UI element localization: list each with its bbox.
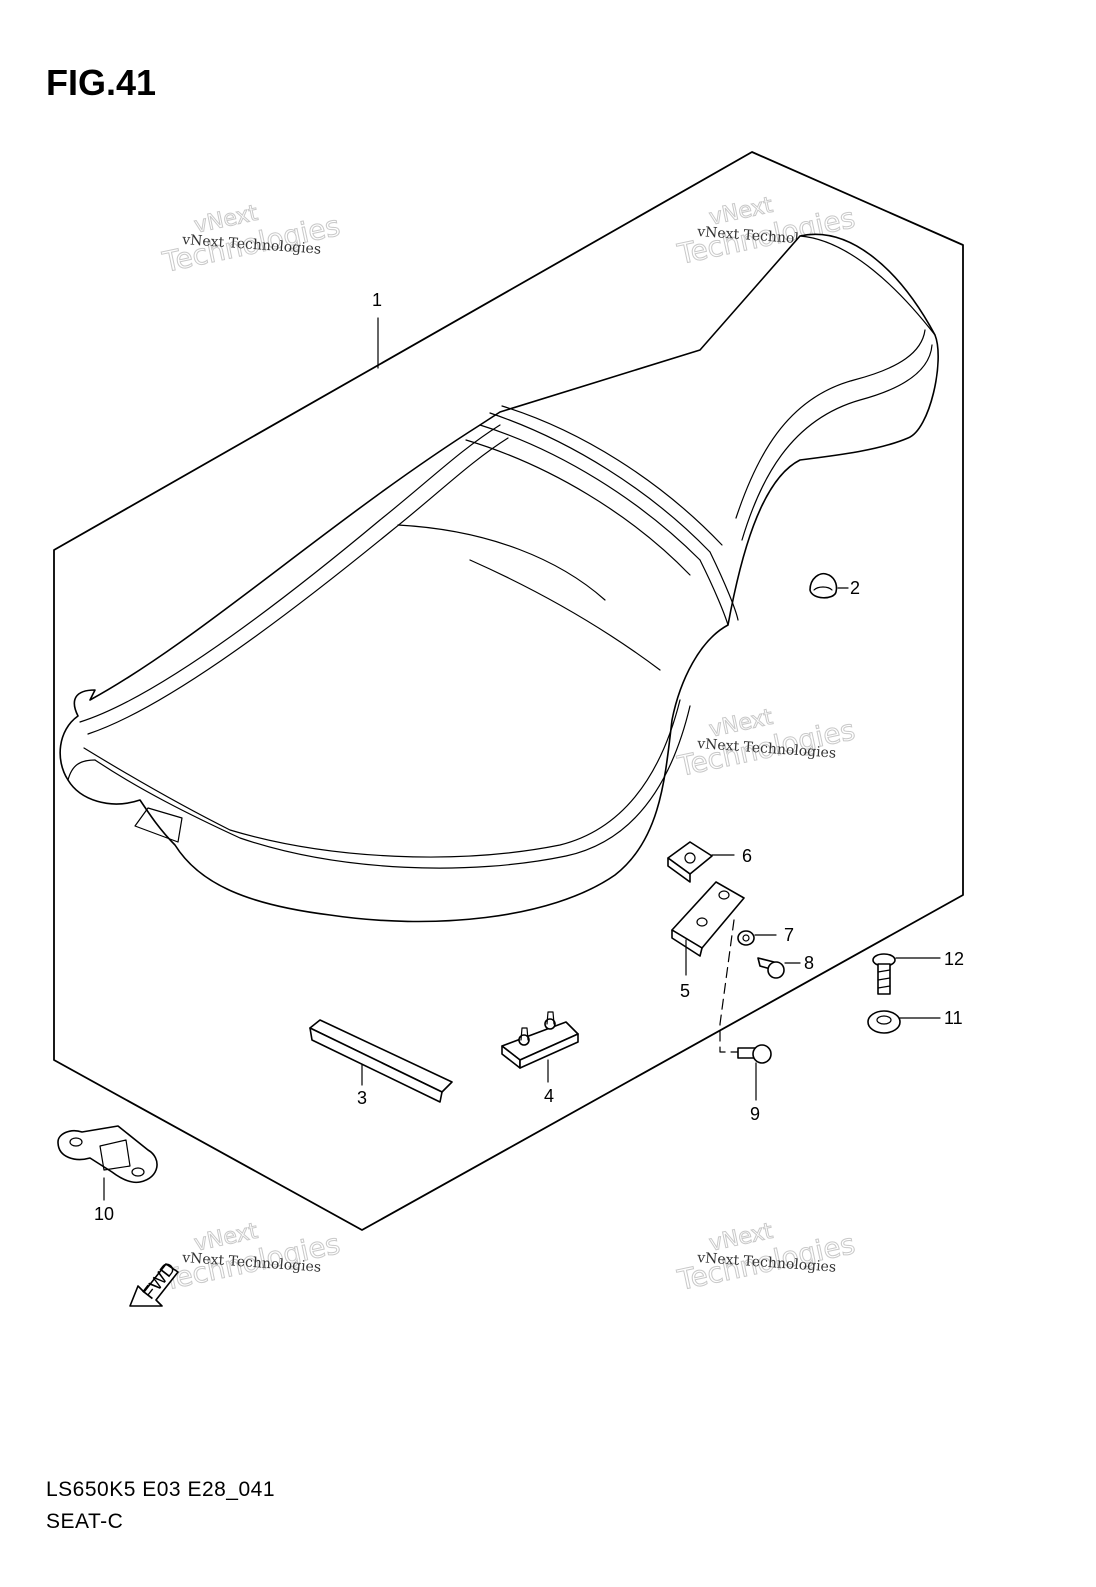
bolt-part-8 (757, 957, 785, 979)
bracket-part-4 (501, 1011, 579, 1069)
seat-part-1 (59, 233, 939, 923)
callout-7: 7 (784, 925, 794, 945)
callout-5: 5 (680, 981, 690, 1001)
assembly-outline (53, 151, 964, 1231)
clip-nut-part-6 (667, 841, 713, 883)
drawing-code: LS650K5 E03 E28_041 (46, 1478, 276, 1501)
callout-2: 2 (850, 578, 860, 598)
callout-1: 1 (372, 290, 382, 310)
watermark: Technologies vNext vNext Technologies (674, 704, 859, 783)
hinge-bracket-part-10 (57, 1125, 158, 1184)
callout-8: 8 (804, 953, 814, 973)
assembly-dashed-line (719, 919, 739, 1053)
flat-washer-part-11 (867, 1010, 901, 1034)
callout-9: 9 (750, 1104, 760, 1124)
callout-10: 10 (94, 1204, 114, 1224)
watermark: Technologies vNext vNext Technologies (159, 1218, 344, 1297)
drawing-name: SEAT-C (46, 1510, 124, 1533)
callout-labels: 1 2 3 4 5 6 7 8 9 10 11 12 (94, 290, 964, 1224)
washer-part-7 (737, 930, 755, 946)
watermark: Technologies vNext vNext Technologies (674, 1218, 859, 1297)
callout-3: 3 (357, 1088, 367, 1108)
screw-part-12 (872, 953, 896, 995)
grommet-part-2 (809, 572, 838, 599)
figure-title: FIG.41 (46, 62, 157, 103)
callout-11: 11 (944, 1008, 963, 1028)
callout-12: 12 (944, 949, 964, 969)
callout-4: 4 (544, 1086, 554, 1106)
plate-part-5 (671, 881, 745, 957)
cushion-part-3 (309, 1019, 453, 1103)
callout-6: 6 (742, 846, 752, 866)
watermark: Technologies vNext vNext Technologies (159, 200, 344, 279)
bolt-part-9 (737, 1044, 772, 1064)
